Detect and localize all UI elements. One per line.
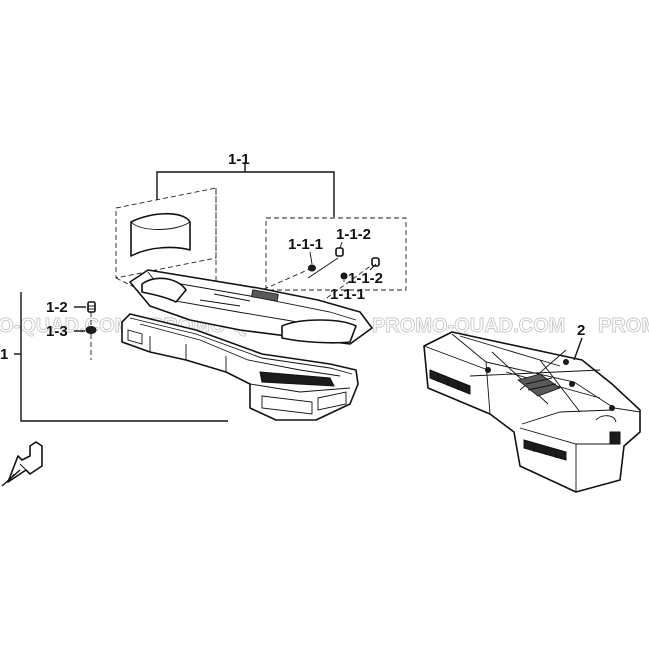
label-lid-part-a2: 1-1-1 [330,286,365,303]
bag-leader-line [573,337,583,361]
bag-handle-panel [517,373,561,397]
grommet-2 [340,272,348,280]
watermark-right: PROM [598,315,649,337]
box-base [121,313,359,421]
label-washer: 1-3 [46,323,68,340]
bag-buckle [609,431,621,445]
label-lid-part-b2: 1-1-2 [348,270,383,287]
hardware-detail-box [261,217,407,301]
watermark-mid: PROMO-QUAD.COM [372,315,565,337]
label-screw: 1-2 [46,299,68,316]
lid-group-bracket [156,162,335,217]
label-box-assembly: 1 [0,346,8,363]
pad-detail-box [115,187,217,279]
callout-labels: 1-1 1-1-1 1-1-2 1-1-2 1-1-1 1-2 1-3 1 2 [0,151,585,363]
hardware-leaders [309,241,377,282]
grommet-1 [308,264,316,272]
label-lid-part-a: 1-1-1 [288,236,323,253]
label-lid-part-b: 1-1-2 [336,226,371,243]
front-arrow-icon [1,441,43,487]
screw [87,301,96,313]
label-lid-group: 1-1 [228,151,250,168]
screw-washer [74,301,97,360]
box-assembly-bracket [14,292,228,422]
cargo-bag [423,331,641,493]
label-bag: 2 [577,322,585,339]
watermark-left: O-QUAD.COM [0,315,131,337]
box-lid [129,269,373,345]
bumper-2 [371,257,380,267]
washer [85,326,97,334]
bumper-1 [335,247,344,257]
seat-pad [130,212,191,257]
